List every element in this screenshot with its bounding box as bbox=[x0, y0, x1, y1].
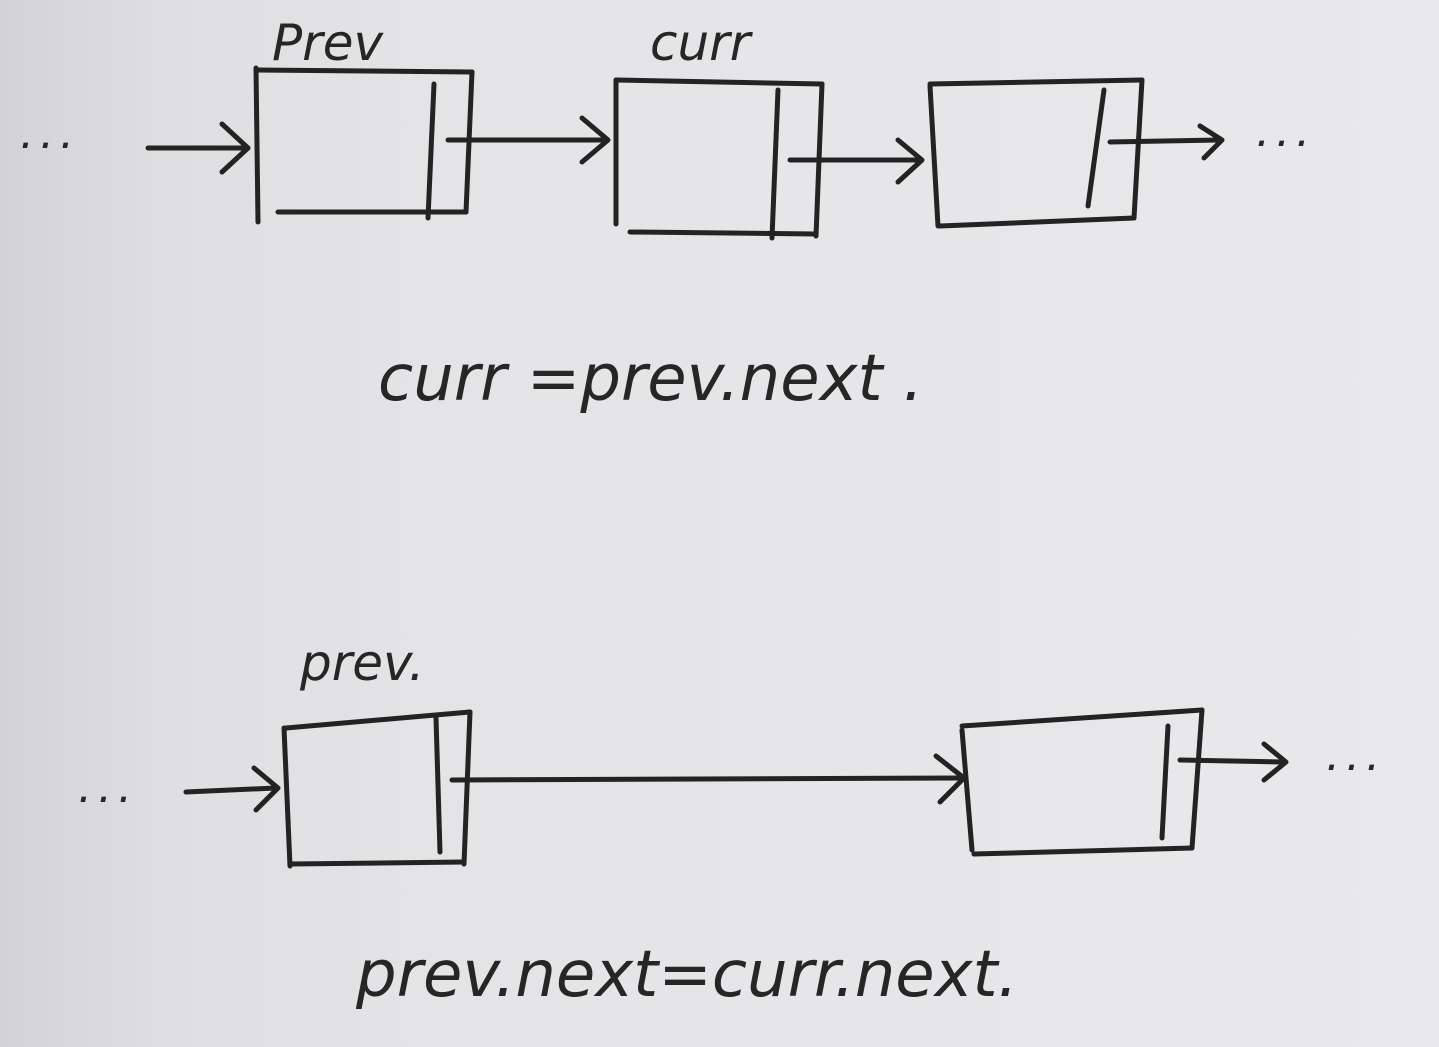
diagram-2-arrow-prev-to-next bbox=[449, 753, 967, 805]
diagram-2-outgoing-arrow bbox=[1177, 741, 1289, 783]
diagram-2-node-prev-pointer-divider bbox=[433, 715, 443, 855]
diagram-1-incoming-arrow bbox=[145, 121, 251, 175]
diagram-1-label-prev: Prev bbox=[272, 14, 384, 72]
diagram-1-formula: curr =prev.next . bbox=[378, 342, 923, 416]
diagram-2-label-prev: prev. bbox=[299, 634, 424, 692]
diagram-1-node-curr-pointer-divider bbox=[769, 87, 781, 241]
diagram-2-node-next-pointer-divider bbox=[1159, 723, 1171, 841]
diagram-1-node-next-pointer-divider bbox=[1085, 87, 1107, 209]
diagram-1-node-next bbox=[927, 77, 1145, 229]
diagram-1-label-curr: curr bbox=[650, 14, 754, 72]
diagram-1-node-prev bbox=[253, 65, 475, 225]
diagram-2-node-prev bbox=[281, 709, 473, 869]
diagram-1-arrow-prev-to-curr bbox=[445, 115, 611, 165]
diagram-2-trailing-ellipsis: ... bbox=[1326, 730, 1386, 781]
diagram-1-outgoing-arrow bbox=[1107, 123, 1225, 161]
diagram-1-arrow-curr-to-next bbox=[787, 137, 925, 185]
diagram-2: prev. ... bbox=[78, 634, 1386, 1012]
diagram-2-formula: prev.next=curr.next. bbox=[355, 938, 1018, 1012]
diagram-1: ... Prev curr bbox=[20, 14, 1316, 416]
diagram-1-trailing-ellipsis: ... bbox=[1256, 106, 1316, 157]
diagram-2-leading-ellipsis: ... bbox=[78, 762, 138, 813]
diagram-2-node-next bbox=[959, 707, 1205, 857]
diagram-1-leading-ellipsis: ... bbox=[20, 108, 80, 159]
diagram-2-incoming-arrow bbox=[183, 765, 281, 813]
diagram-1-node-prev-pointer-divider bbox=[425, 81, 437, 221]
